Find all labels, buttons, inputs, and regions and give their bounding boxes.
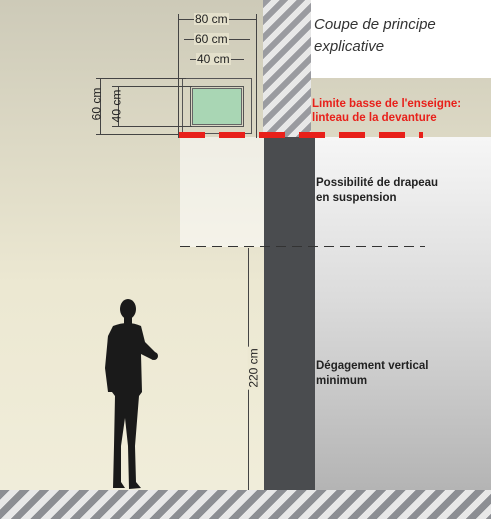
caption-background: [311, 0, 491, 78]
dim-label-40cm: 40 cm: [196, 52, 231, 66]
hatched-ground: [0, 490, 491, 519]
flag-annotation: Possibilité de drapeau en suspension: [316, 176, 486, 206]
dim-tick-top-60: [96, 78, 186, 79]
dim-label-220cm: 220 cm: [246, 346, 261, 390]
dim-tick-left-80: [178, 14, 179, 138]
dim-line-height-40: [118, 86, 119, 126]
diagram-caption: Coupe de principe explicative: [314, 14, 484, 58]
dim-tick-right-80: [256, 14, 257, 138]
dim-label-80cm: 80 cm: [194, 12, 229, 26]
sign-frame-40: [190, 86, 244, 127]
flag-sign-zone: [180, 137, 264, 247]
lower-limit-line-2: linteau de la devanture: [312, 112, 437, 124]
caption-line-1: Coupe de principe: [314, 16, 436, 33]
lower-limit-line-1: Limite basse de l'enseigne:: [312, 98, 462, 110]
flag-zone-bottom-line: [180, 246, 425, 247]
clearance-annotation: Dégagement vertical minimum: [316, 359, 486, 389]
projecting-sign-panel: [192, 88, 242, 125]
clearance-line-2: minimum: [316, 375, 368, 387]
lower-limit-annotation: Limite basse de l'enseigne: linteau de l…: [312, 97, 490, 125]
flag-line-1: Possibilité de drapeau: [316, 177, 439, 189]
storefront-pillar: [264, 137, 315, 490]
dim-label-height-60cm: 60 cm: [89, 87, 104, 121]
person-silhouette-icon: [105, 299, 158, 489]
hatched-wall-section: [263, 0, 311, 137]
dim-tick-top-40: [112, 86, 192, 87]
dim-tick-bottom-60: [96, 134, 186, 135]
caption-line-2: explicative: [314, 38, 385, 55]
dim-tick-bottom-40: [112, 126, 192, 127]
dim-label-height-40cm: 40 cm: [109, 89, 124, 123]
clearance-line-1: Dégagement vertical: [316, 360, 429, 372]
dim-label-60cm: 60 cm: [194, 32, 229, 46]
dim-line-height-60: [100, 78, 101, 134]
lower-limit-dashed-line: [179, 132, 423, 138]
flag-line-2: en suspension: [316, 192, 397, 204]
